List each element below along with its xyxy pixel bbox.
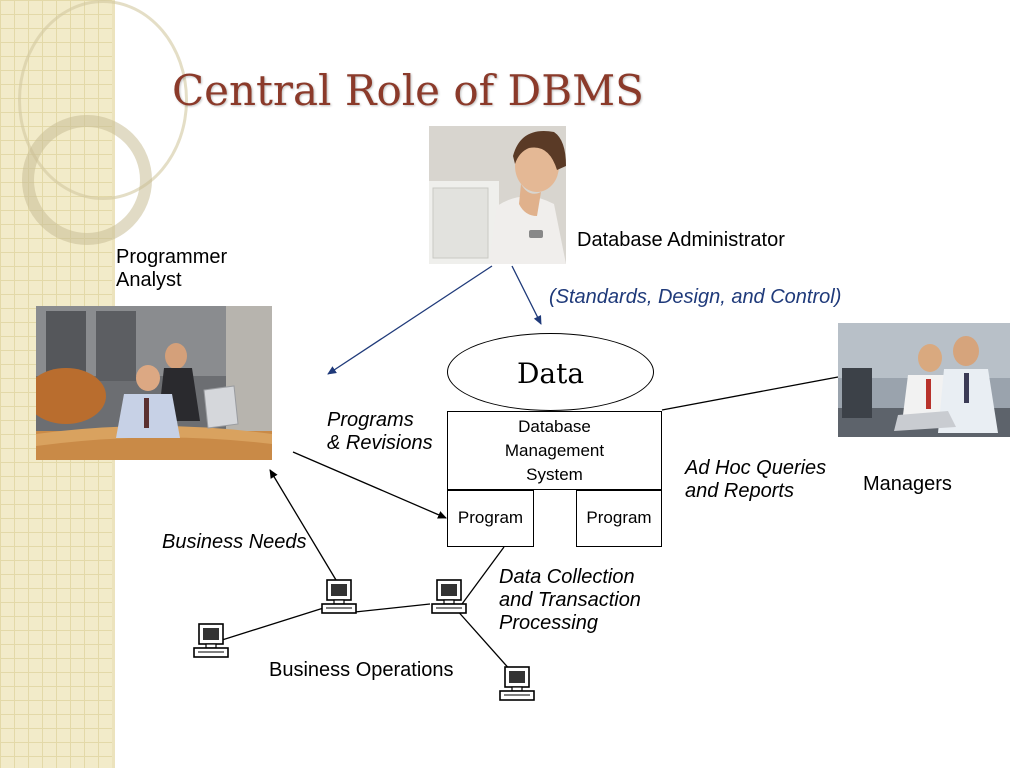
computer-icon-mid xyxy=(321,579,357,614)
arrow-analyst-to-program xyxy=(292,451,447,519)
program-label-right: Program xyxy=(586,508,652,527)
programmer-label-line1: Programmer xyxy=(116,246,228,268)
programmer-label-line2: Analyst xyxy=(116,269,182,291)
computer-icon-left xyxy=(193,623,229,658)
programmer-analyst-photo xyxy=(36,306,272,460)
datacoll-label-line3: Processing xyxy=(499,612,598,634)
arrow-dba-to-data xyxy=(511,265,542,325)
program-label-left: Program xyxy=(457,508,524,527)
dbms-box xyxy=(447,411,662,490)
dba-label: Database Administrator xyxy=(577,229,785,251)
line-pc-mid-to-pc-center xyxy=(354,603,431,613)
managers-label: Managers xyxy=(863,473,952,495)
adhoc-label-line1: Ad Hoc Queries xyxy=(685,457,827,479)
line-managers-to-dbms xyxy=(661,376,839,411)
programs-label-line2: & Revisions xyxy=(327,432,433,454)
computer-icon-bottom xyxy=(499,666,535,701)
slide-title: Central Role of DBMS xyxy=(172,66,644,115)
arrow-operations-to-analyst xyxy=(269,469,337,581)
data-label: Data xyxy=(516,357,585,390)
computer-icon-center xyxy=(431,579,467,614)
business-operations-label: Business Operations xyxy=(269,659,454,681)
data-ellipse xyxy=(447,333,654,411)
business-needs-label: Business Needs xyxy=(162,531,307,553)
standards-label: (Standards, Design, and Control) xyxy=(549,286,842,308)
line-pc-center-to-pc-bottom xyxy=(454,607,513,673)
datacoll-label-line2: and Transaction xyxy=(499,589,641,611)
dbms-label-line1: Database xyxy=(518,417,591,436)
managers-photo xyxy=(838,323,1010,437)
database-administrator-photo xyxy=(429,126,566,264)
line-pc-center-to-program xyxy=(461,546,505,605)
datacoll-label-line1: Data Collection xyxy=(499,566,635,588)
program-box-left xyxy=(447,490,534,547)
adhoc-label-line2: and Reports xyxy=(685,480,794,502)
programs-label-line1: Programs xyxy=(327,409,414,431)
arrow-dba-to-analyst xyxy=(327,265,493,375)
program-box-right xyxy=(576,490,662,547)
dbms-label-line3: System xyxy=(526,465,583,484)
line-pc-left-to-pc-mid xyxy=(221,604,334,641)
dbms-label-line2: Management xyxy=(504,441,605,460)
